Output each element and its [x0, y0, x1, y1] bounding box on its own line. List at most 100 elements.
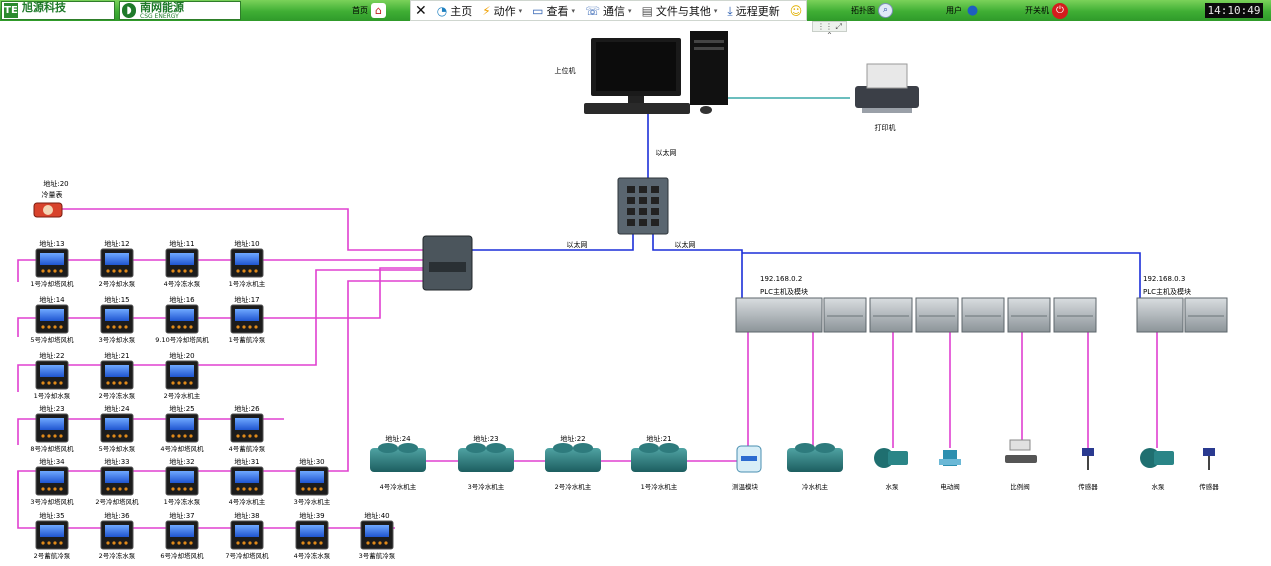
- plc-module: [1053, 297, 1097, 333]
- meter-button: [47, 269, 51, 273]
- power-meter[interactable]: [100, 520, 134, 550]
- meter-button: [118, 487, 122, 491]
- meter-name: 1号冷却水泵: [34, 391, 71, 400]
- power-meter[interactable]: [35, 466, 69, 496]
- toolbar-update-label: 远程更新: [735, 4, 780, 18]
- chiller-dome: [795, 443, 815, 453]
- power-meter[interactable]: [230, 466, 264, 496]
- meter-button: [189, 269, 193, 273]
- meter-button: [177, 381, 181, 385]
- chiller-name: 冷水机主: [802, 482, 829, 491]
- meter-button: [171, 381, 175, 385]
- power-meter[interactable]: [230, 520, 264, 550]
- toolbar-comm-label: 通信: [603, 4, 626, 18]
- chiller-address: 地址:23: [473, 434, 498, 443]
- power-meter[interactable]: [295, 520, 329, 550]
- power-button[interactable]: 开关机 ⏻: [1025, 2, 1068, 19]
- toolbar-view[interactable]: ▭查看▾: [532, 3, 575, 19]
- connection-lines: [17, 97, 1158, 529]
- meter-screen: [105, 253, 129, 265]
- csg-energy-logo: ◗ 南网能源 CSG ENERGY: [119, 1, 241, 20]
- toolbar-smiley[interactable]: ☺: [790, 5, 803, 17]
- power-meter[interactable]: [35, 413, 69, 443]
- meter-address: 地址:22: [39, 351, 64, 360]
- power-meter[interactable]: [165, 360, 199, 390]
- toolbar-home[interactable]: ◔主页: [437, 3, 472, 19]
- power-meter[interactable]: [230, 248, 264, 278]
- power-meter[interactable]: [100, 413, 134, 443]
- chiller-unit[interactable]: [370, 443, 426, 472]
- power-meter[interactable]: [165, 520, 199, 550]
- user-button[interactable]: 用户 ●: [946, 2, 980, 19]
- meter-address: 地址:31: [234, 457, 259, 466]
- power-meter[interactable]: [165, 413, 199, 443]
- chiller-address: 地址:22: [560, 434, 585, 443]
- meter-screen: [105, 525, 129, 537]
- eth-switch-gateway: [472, 232, 634, 251]
- power-meter[interactable]: [35, 304, 69, 334]
- meter-button: [112, 269, 116, 273]
- toolbar-update[interactable]: ⤓远程更新: [727, 3, 779, 19]
- meter-name: 2号蓄航冷泵: [34, 551, 71, 560]
- meter-name: 1号冷冻水泵: [164, 497, 201, 506]
- meter-name: 4号冷却塔风机: [160, 444, 204, 453]
- power-meter[interactable]: [230, 304, 264, 334]
- meter-button: [183, 487, 187, 491]
- power-meter[interactable]: [35, 520, 69, 550]
- power-meter[interactable]: [35, 248, 69, 278]
- meter-row-3-line: [17, 269, 423, 392]
- power-meter[interactable]: [360, 520, 394, 550]
- meter-button: [236, 487, 240, 491]
- meter-screen: [170, 309, 194, 321]
- power-meter[interactable]: [100, 304, 134, 334]
- meter-button: [124, 269, 128, 273]
- power-meter[interactable]: [295, 466, 329, 496]
- toolbar-file[interactable]: ▤文件与其他▾: [642, 3, 718, 19]
- meter-address: 地址:32: [169, 457, 194, 466]
- chiller-dome: [486, 443, 506, 453]
- meter-address: 地址:33: [104, 457, 129, 466]
- meter-button: [242, 325, 246, 329]
- toolbar-comm[interactable]: ☏通信▾: [585, 3, 632, 19]
- meter-button: [242, 434, 246, 438]
- device-name: 水泵: [1152, 482, 1166, 491]
- chiller-unit[interactable]: [458, 443, 514, 472]
- meter-name: 4号冷水机主: [229, 497, 266, 506]
- close-button[interactable]: ✕: [415, 4, 427, 18]
- power-meter[interactable]: [100, 466, 134, 496]
- meter-screen: [235, 418, 259, 430]
- home-page-button[interactable]: 首页 ⌂: [352, 2, 386, 19]
- meter-button: [112, 541, 116, 545]
- meter-screen: [300, 471, 324, 483]
- chiller-unit[interactable]: [787, 443, 843, 472]
- chiller-unit[interactable]: [545, 443, 601, 472]
- power-meter[interactable]: [165, 466, 199, 496]
- toolbar-mini-controls[interactable]: ⋮⋮ ⤢ ⌃: [812, 21, 847, 40]
- power-meter[interactable]: [100, 248, 134, 278]
- meter-screen: [40, 418, 64, 430]
- power-meter[interactable]: [165, 248, 199, 278]
- power-meter[interactable]: [35, 360, 69, 390]
- meter-button: [189, 541, 193, 545]
- plc-module: [1184, 297, 1228, 333]
- plc1-ip: 192.168.0.2: [760, 275, 802, 283]
- gateway-label-plate: [429, 262, 466, 272]
- meter-address: 地址:16: [169, 295, 195, 304]
- power-meter[interactable]: [100, 360, 134, 390]
- topology-button[interactable]: 拓扑图 ⌕: [851, 2, 893, 19]
- meter-button: [171, 269, 175, 273]
- power-meter[interactable]: [165, 304, 199, 334]
- meter-button: [189, 487, 193, 491]
- toolbar-action[interactable]: ⚡动作▾: [482, 3, 522, 19]
- meter-button: [112, 434, 116, 438]
- meter-name: 4号蓄航冷泵: [229, 444, 266, 453]
- chiller-name: 2号冷水机主: [555, 482, 592, 491]
- meter-button: [236, 541, 240, 545]
- meter-address: 地址:34: [39, 457, 65, 466]
- meter-button: [248, 487, 252, 491]
- switch-port: [639, 186, 647, 193]
- power-meter[interactable]: [230, 413, 264, 443]
- chiller-unit[interactable]: [631, 443, 687, 472]
- meter-screen: [235, 471, 259, 483]
- plc-main-2: [1136, 297, 1184, 333]
